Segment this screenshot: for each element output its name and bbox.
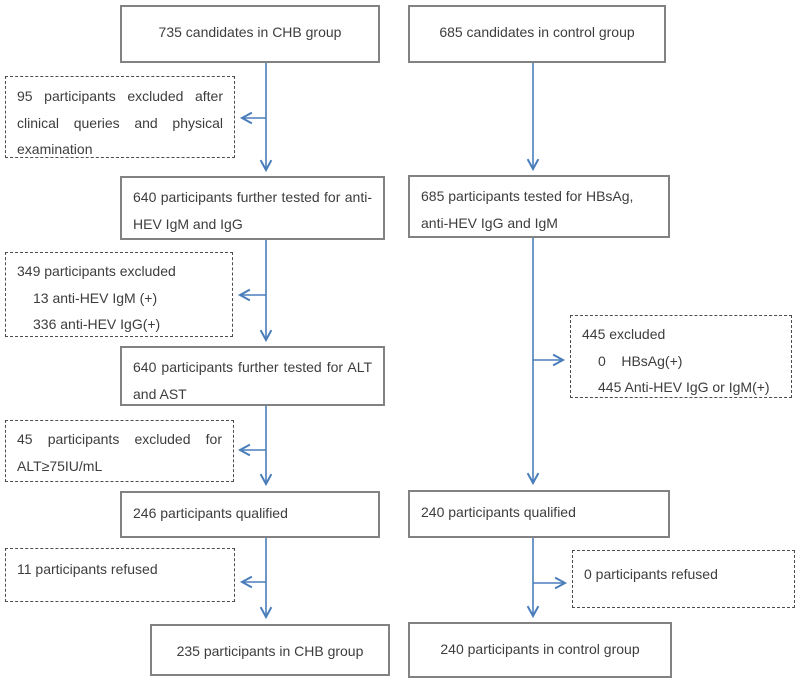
- box-chb-tested-hev: 640 participants further tested for anti…: [120, 176, 385, 240]
- excluded-hev-igm: 13 anti-HEV IgM (+): [33, 289, 158, 306]
- box-chb-tested-alt: 640 participants further tested for ALT …: [120, 346, 385, 406]
- box-ctrl-qualified: 240 participants qualified: [408, 490, 670, 538]
- box-ctrl-final: 240 participants in control group: [408, 622, 672, 678]
- box-chb-final: 235 participants in CHB group: [150, 624, 390, 676]
- box-chb-excluded-clinical: 95 participants excluded after clinical …: [5, 76, 235, 158]
- box-ctrl-tested: 685 participants tested for HBsAg, anti-…: [408, 175, 670, 238]
- box-chb-excluded-alt: 45 participants excluded for ALT≥75IU/mL: [5, 420, 234, 482]
- excluded-hev-total: 349 participants excluded: [17, 263, 176, 279]
- box-chb-refused: 11 participants refused: [5, 548, 235, 602]
- box-ctrl-candidates: 685 candidates in control group: [408, 5, 666, 63]
- box-chb-qualified: 246 participants qualified: [120, 491, 380, 538]
- excluded-hev-igg: 336 anti-HEV IgG(+): [33, 316, 161, 333]
- box-ctrl-excluded: 445 excluded 0 HBsAg(+) 445 Anti-HEV IgG…: [570, 315, 792, 398]
- box-chb-candidates: 735 candidates in CHB group: [120, 5, 380, 63]
- ctrl-excluded-total: 445 excluded: [582, 326, 666, 342]
- box-ctrl-refused: 0 participants refused: [572, 550, 795, 608]
- ctrl-excluded-hbsag: 0 HBsAg(+): [598, 352, 683, 369]
- box-chb-excluded-hev: 349 participants excluded 13 anti-HEV Ig…: [5, 252, 233, 337]
- ctrl-excluded-hev: 445 Anti-HEV IgG or IgM(+): [598, 379, 770, 396]
